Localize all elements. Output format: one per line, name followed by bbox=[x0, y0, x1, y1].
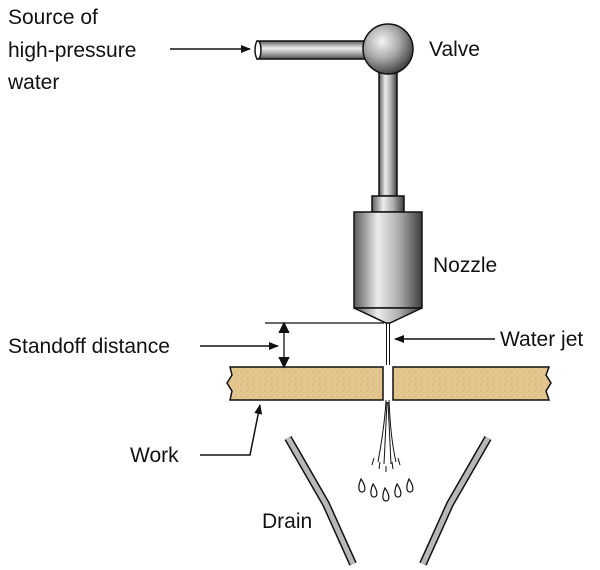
valve-icon bbox=[362, 23, 414, 75]
work-piece bbox=[226, 366, 552, 401]
nozzle-body bbox=[353, 195, 423, 324]
work-leader-arrow bbox=[200, 404, 263, 456]
label-work: Work bbox=[130, 444, 179, 467]
label-standoff-distance: Standoff distance bbox=[8, 335, 170, 358]
label-water-jet: Water jet bbox=[500, 328, 583, 351]
label-source-line1: Source of bbox=[8, 6, 98, 29]
jet-spray bbox=[371, 399, 401, 472]
vertical-pipe bbox=[378, 65, 398, 197]
water-droplets bbox=[358, 477, 414, 502]
label-valve: Valve bbox=[429, 38, 480, 61]
label-drain: Drain bbox=[262, 510, 312, 533]
label-source-line2: high-pressure bbox=[8, 39, 136, 62]
leader-arrows bbox=[170, 45, 495, 456]
drain-walls bbox=[284, 436, 492, 566]
supply-pipe bbox=[254, 40, 370, 60]
label-source-line3: water bbox=[7, 71, 59, 94]
water-jet-stream bbox=[386, 323, 390, 365]
label-nozzle: Nozzle bbox=[433, 254, 497, 277]
standoff-dimension bbox=[265, 321, 384, 369]
